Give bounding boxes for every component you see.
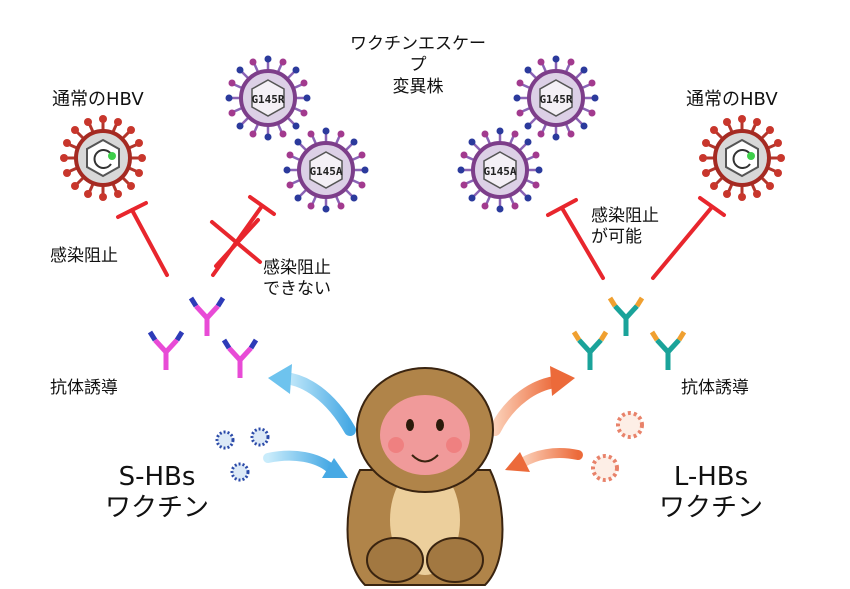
antibody-right-2 (574, 332, 606, 370)
inhibit-bar-right-normal (698, 196, 726, 217)
normal-hbv-virus-left (58, 113, 148, 203)
mutant-label: G145R (539, 93, 572, 106)
block-label-left: 感染阻止 (50, 246, 118, 266)
block-possible-label: 感染阻止 が可能 (591, 206, 659, 249)
antibody-left-2 (150, 332, 182, 370)
antibody-left-1 (191, 298, 223, 336)
title-line-2: プ (409, 55, 427, 76)
s-hbs-line-2: ワクチン (104, 493, 209, 524)
antibody-right-1 (610, 298, 642, 336)
inhibit-bar-right-mutant (546, 198, 578, 217)
inhibit-bar-left-mutant (248, 195, 276, 216)
arrow-vaccine-right (505, 448, 583, 472)
normal-hbv-label-right: 通常のHBV (686, 89, 778, 110)
s-hbs-line-1: S-HBs (118, 462, 196, 492)
antibody-label-left: 抗体誘導 (50, 378, 118, 398)
l-hbs-particles (591, 411, 644, 482)
l-hbs-vaccine-label: L-HBs ワクチン (646, 462, 776, 524)
inhibition-lines (116, 195, 726, 280)
mutant-label: G145R (251, 93, 284, 106)
no-block-line-2: できない (263, 279, 331, 300)
mutant-strain-title: ワクチンエスケー プ 変異株 (328, 34, 508, 98)
arrow-antibody-induction-right (489, 366, 575, 436)
title-line-1: ワクチンエスケー (350, 34, 486, 54)
mutant-label: G145A (483, 165, 516, 178)
cross-mark-2 (214, 218, 260, 268)
l-hbs-line-2: ワクチン (658, 493, 763, 524)
arrow-vaccine-left (263, 450, 348, 478)
block-possible-line-1: 感染阻止 (591, 206, 659, 226)
mutant-label: G145A (309, 165, 342, 178)
inhibit-line-right-mutant (560, 206, 605, 280)
no-block-label: 感染阻止 できない (263, 258, 331, 301)
block-possible-line-2: が可能 (591, 227, 642, 248)
title-line-3: 変異株 (392, 76, 444, 97)
s-hbs-vaccine-label: S-HBs ワクチン (92, 462, 222, 524)
inhibit-line-left-normal (130, 208, 169, 277)
inhibit-bar-left-normal (116, 201, 148, 219)
normal-hbv-virus-right (697, 113, 787, 203)
arrow-antibody-induction-left (268, 364, 356, 436)
s-hbs-particles (215, 427, 270, 482)
normal-hbv-label-left: 通常のHBV (52, 89, 144, 110)
antibody-left-3 (224, 340, 256, 378)
l-hbs-line-1: L-HBs (673, 462, 749, 492)
antibody-right-3 (652, 332, 684, 370)
monkey-illustration (346, 367, 504, 586)
antibody-label-right: 抗体誘導 (681, 378, 749, 398)
inhibit-line-right-normal (651, 205, 714, 280)
no-block-line-1: 感染阻止 (263, 258, 331, 278)
